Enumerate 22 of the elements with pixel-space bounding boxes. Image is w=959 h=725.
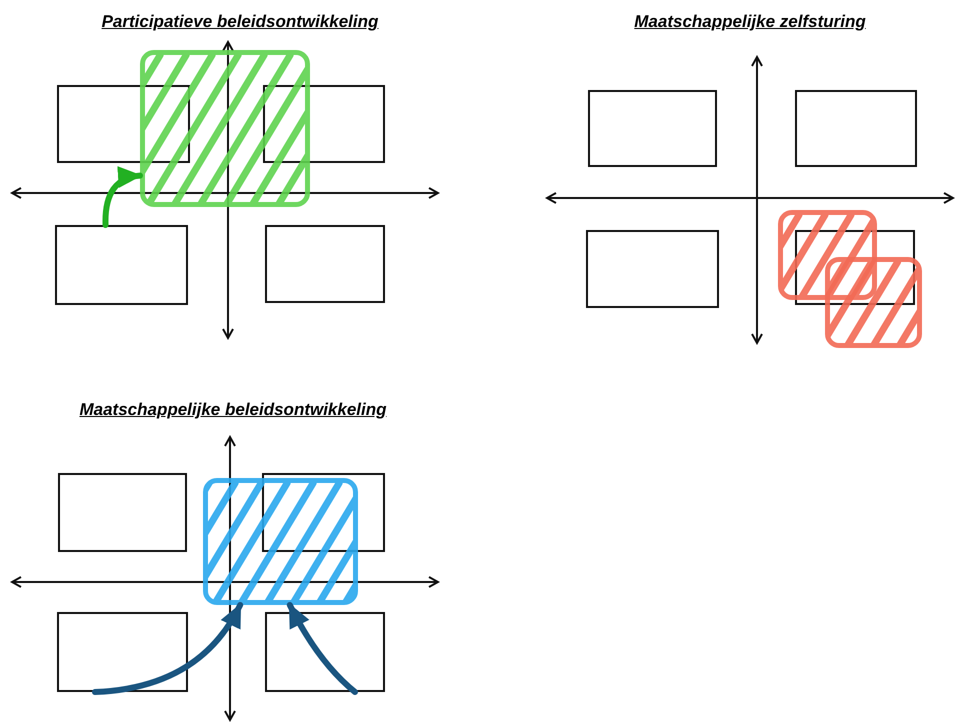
quadrant-box xyxy=(588,90,717,167)
arrow xyxy=(92,602,244,695)
hatched-square xyxy=(140,50,310,207)
arrow xyxy=(102,167,143,228)
quadrant-box xyxy=(265,225,385,303)
panel-title: Maatschappelijke beleidsontwikkeling xyxy=(79,400,387,420)
quadrant-box xyxy=(795,230,915,305)
quadrant-box xyxy=(58,473,187,552)
quadrant-box xyxy=(57,85,190,163)
quadrant-box xyxy=(55,225,188,305)
quadrant-box xyxy=(262,473,385,552)
panel-title: Maatschappelijke zelfsturing xyxy=(634,12,866,32)
hatched-square xyxy=(778,210,877,300)
arrow xyxy=(286,602,358,695)
quadrant-box xyxy=(265,612,385,692)
quadrant-box xyxy=(795,90,917,167)
hatched-square xyxy=(825,257,922,348)
quadrant-box xyxy=(57,612,188,692)
quadrant-box xyxy=(586,230,719,308)
hatched-square xyxy=(203,478,358,605)
panel-title: Participatieve beleidsontwikkeling xyxy=(102,12,378,32)
quadrant-box xyxy=(263,85,385,163)
